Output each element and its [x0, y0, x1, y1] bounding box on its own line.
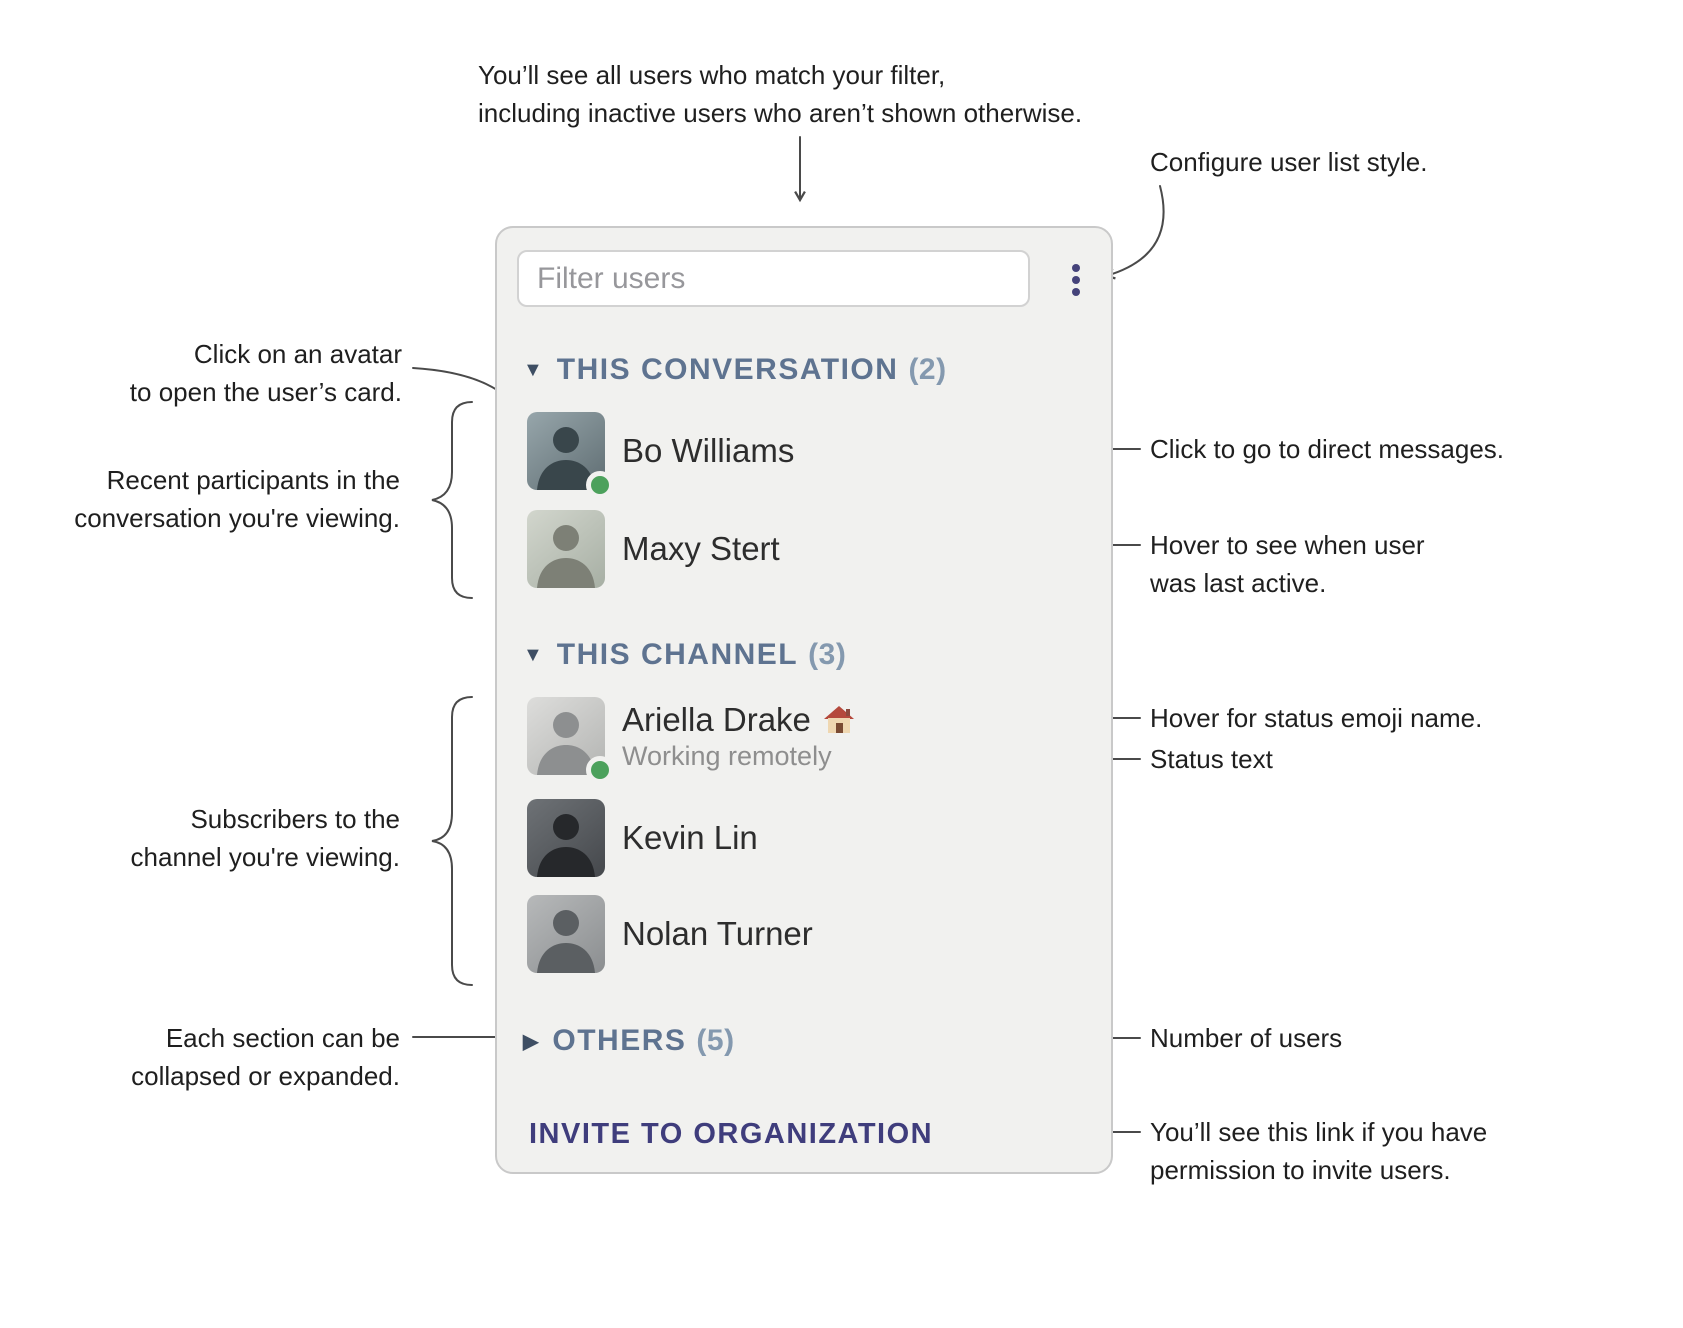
avatar-wrap: [527, 510, 605, 588]
avatar[interactable]: [527, 510, 605, 588]
kebab-dot: [1072, 288, 1080, 296]
presence-dot-icon: [586, 756, 614, 784]
note-status-emoji: Hover for status emoji name.: [1150, 703, 1483, 733]
note-filter: You’ll see all users who match your filt…: [478, 60, 1083, 128]
note-recent-participants: Recent participants in the conversation …: [74, 465, 400, 533]
kebab-dot: [1072, 264, 1080, 272]
section-header-conversation[interactable]: ▼ THIS CONVERSATION (2): [523, 353, 947, 387]
name-status-block: Ariella Drake Working remotely: [622, 701, 855, 772]
user-name[interactable]: Kevin Lin: [622, 819, 758, 856]
filter-users-input[interactable]: [517, 250, 1030, 307]
note-avatar-click: Click on an avatar to open the user’s ca…: [129, 339, 402, 407]
note-status-text: Status text: [1150, 744, 1273, 774]
avatar-wrap: [527, 799, 605, 877]
user-list-menu-icon[interactable]: [1063, 258, 1089, 302]
brace-participants: [431, 401, 473, 599]
avatar[interactable]: [527, 895, 605, 973]
avatar[interactable]: [527, 799, 605, 877]
user-name[interactable]: Maxy Stert: [622, 530, 780, 567]
user-row-kevin-lin[interactable]: Kevin Lin: [527, 799, 758, 877]
presence-dot-icon: [586, 471, 614, 499]
note-collapse: Each section can be collapsed or expande…: [131, 1023, 400, 1091]
invite-to-organization-link[interactable]: INVITE TO ORGANIZATION: [529, 1118, 934, 1150]
arrow-configure-note: [1103, 185, 1165, 280]
section-count: (2): [908, 353, 947, 386]
section-label: OTHERS: [552, 1024, 687, 1057]
note-user-count: Number of users: [1150, 1023, 1343, 1053]
user-status-text: Working remotely: [622, 740, 832, 771]
caret-down-icon[interactable]: ▼: [523, 358, 543, 381]
brace-subscribers: [431, 696, 473, 986]
note-direct-messages: Click to go to direct messages.: [1150, 434, 1505, 464]
section-header-channel[interactable]: ▼ THIS CHANNEL (3): [523, 638, 846, 672]
user-name[interactable]: Ariella Drake: [622, 700, 811, 738]
house-status-emoji[interactable]: [823, 704, 855, 736]
user-row-ariella-drake[interactable]: Ariella Drake Working remotely: [527, 697, 855, 784]
user-name[interactable]: Bo Williams: [622, 432, 795, 469]
note-configure: Configure user list style.: [1150, 147, 1428, 177]
avatar-wrap: [527, 412, 614, 499]
section-label: THIS CONVERSATION: [556, 353, 899, 386]
note-invite-link: You’ll see this link if you have permiss…: [1150, 1117, 1488, 1185]
avatar-wrap: [527, 895, 605, 973]
section-count: (5): [696, 1024, 735, 1057]
section-label: THIS CHANNEL: [556, 638, 799, 671]
caret-down-icon[interactable]: ▼: [523, 643, 543, 666]
kebab-dot: [1072, 276, 1080, 284]
user-list-panel: ▼ THIS CONVERSATION (2) Bo Williams Maxy…: [495, 226, 1113, 1174]
section-header-others[interactable]: ▶ OTHERS (5): [523, 1024, 735, 1058]
caret-right-icon[interactable]: ▶: [523, 1030, 539, 1053]
user-name[interactable]: Nolan Turner: [622, 915, 813, 952]
note-subscribers: Subscribers to the channel you're viewin…: [130, 804, 400, 872]
user-row-bo-williams[interactable]: Bo Williams: [527, 412, 795, 499]
note-last-active: Hover to see when user was last active.: [1150, 530, 1425, 598]
user-row-nolan-turner[interactable]: Nolan Turner: [527, 895, 813, 973]
user-row-maxy-stert[interactable]: Maxy Stert: [527, 510, 780, 588]
section-count: (3): [808, 638, 847, 671]
avatar-wrap: [527, 697, 614, 784]
